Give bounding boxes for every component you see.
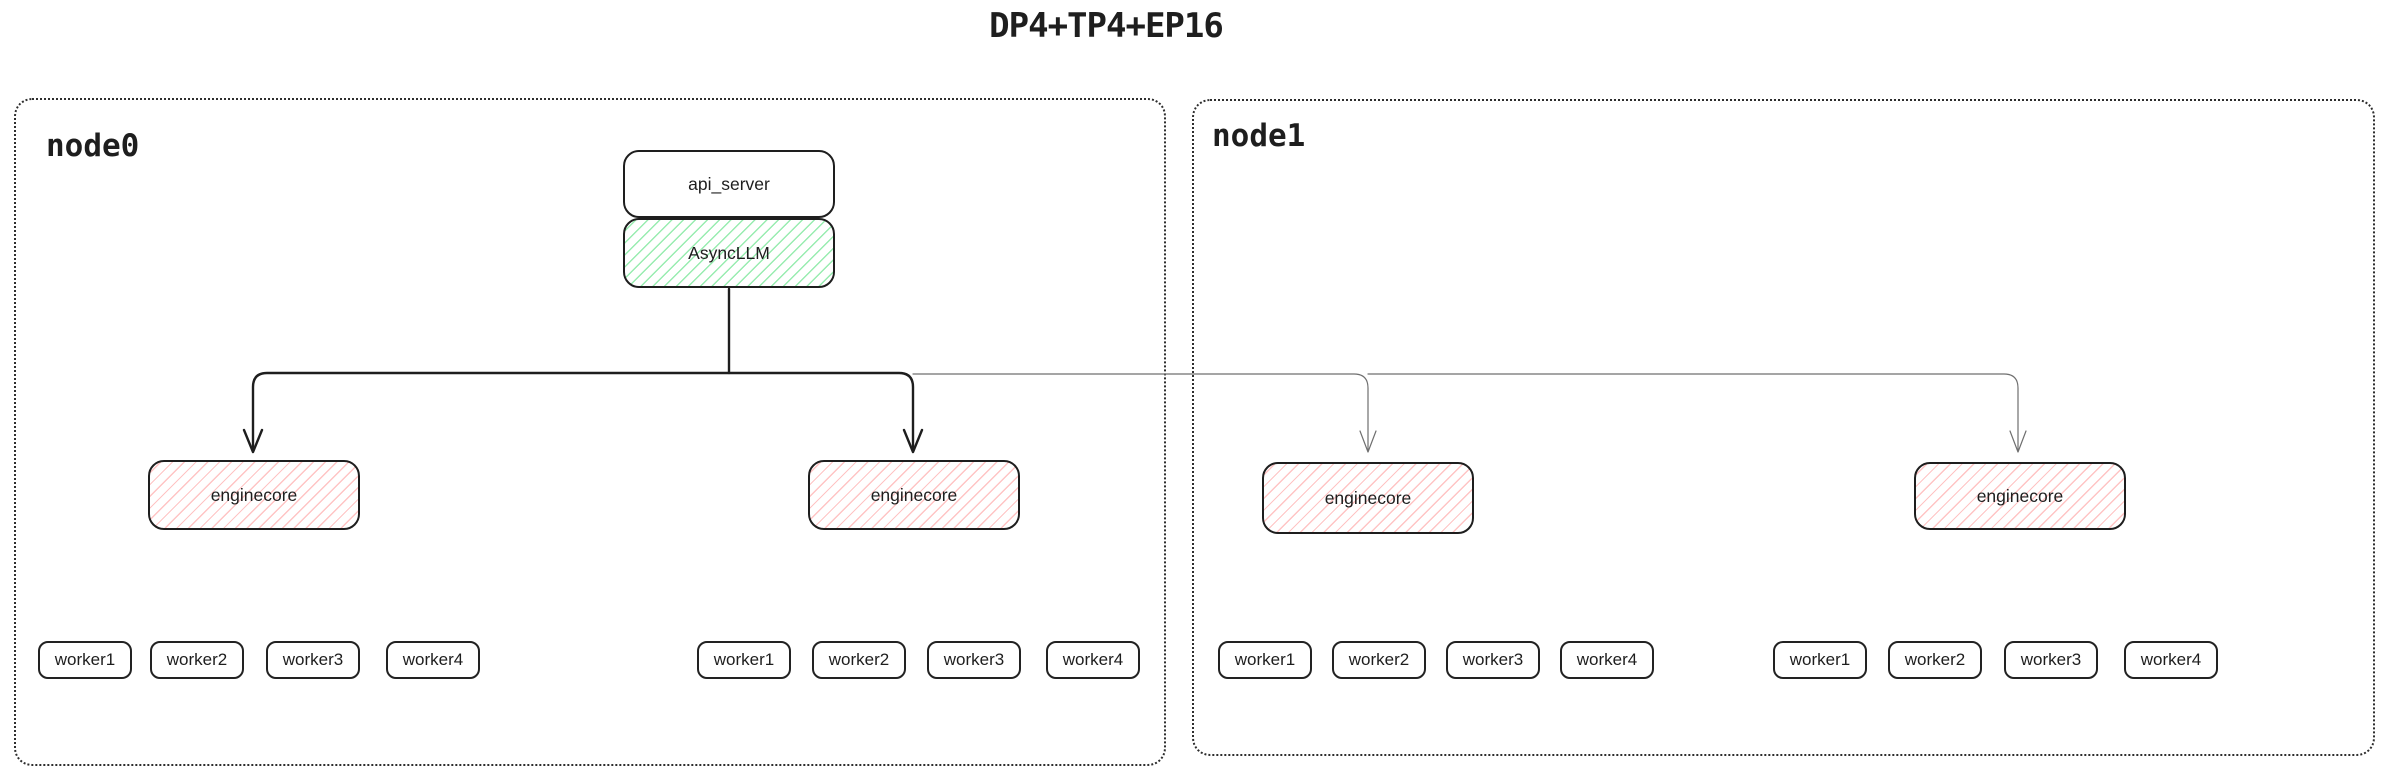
enginecore-box: enginecore bbox=[1914, 462, 2126, 530]
connector-node1-bus-a bbox=[912, 373, 1369, 451]
worker-box: worker1 bbox=[38, 641, 132, 679]
connector-node0-bus bbox=[251, 371, 915, 452]
enginecore-label: enginecore bbox=[210, 484, 298, 505]
api-server-box: api_server bbox=[623, 150, 835, 218]
enginecore-box: enginecore bbox=[1262, 462, 1474, 534]
enginecore-label: enginecore bbox=[1324, 487, 1412, 508]
worker-box: worker3 bbox=[927, 641, 1021, 679]
worker-label: worker4 bbox=[2140, 650, 2202, 669]
worker-label: worker3 bbox=[943, 650, 1005, 669]
worker-box: worker1 bbox=[1218, 641, 1312, 679]
worker-label: worker2 bbox=[1904, 650, 1966, 669]
worker-box: worker1 bbox=[697, 641, 791, 679]
enginecore-label: enginecore bbox=[870, 484, 958, 505]
arrowhead-enginecore3 bbox=[2009, 430, 2027, 453]
worker-label: worker3 bbox=[2020, 650, 2082, 669]
worker-box: worker4 bbox=[2124, 641, 2218, 679]
worker-box: worker2 bbox=[812, 641, 906, 679]
worker-label: worker1 bbox=[1789, 650, 1851, 669]
worker-box: worker2 bbox=[1888, 641, 1982, 679]
arrowhead-enginecore2 bbox=[1359, 430, 1377, 453]
worker-box: worker3 bbox=[1446, 641, 1540, 679]
enginecore-box: enginecore bbox=[148, 460, 360, 530]
worker-label: worker1 bbox=[1234, 650, 1296, 669]
node1-container bbox=[1192, 99, 2375, 756]
worker-label: worker1 bbox=[54, 650, 116, 669]
worker-label: worker4 bbox=[402, 650, 464, 669]
api-server-label: api_server bbox=[688, 173, 770, 194]
node0-label: node0 bbox=[46, 128, 140, 164]
worker-box: worker4 bbox=[1046, 641, 1140, 679]
worker-box: worker1 bbox=[1773, 641, 1867, 679]
worker-box: worker2 bbox=[150, 641, 244, 679]
worker-label: worker2 bbox=[1348, 650, 1410, 669]
arrowhead-enginecore1 bbox=[902, 428, 924, 454]
worker-label: worker4 bbox=[1062, 650, 1124, 669]
enginecore-box: enginecore bbox=[808, 460, 1020, 530]
node0-container bbox=[14, 98, 1166, 766]
asyncllm-label: AsyncLLM bbox=[688, 242, 770, 263]
worker-box: worker3 bbox=[2004, 641, 2098, 679]
enginecore-label: enginecore bbox=[1976, 485, 2064, 506]
worker-box: worker3 bbox=[266, 641, 360, 679]
diagram-title: DP4+TP4+EP16 bbox=[989, 6, 1224, 46]
arrowhead-enginecore0 bbox=[242, 428, 264, 454]
worker-label: worker2 bbox=[828, 650, 890, 669]
worker-label: worker3 bbox=[1462, 650, 1524, 669]
worker-label: worker2 bbox=[166, 650, 228, 669]
worker-label: worker4 bbox=[1576, 650, 1638, 669]
worker-box: worker2 bbox=[1332, 641, 1426, 679]
worker-label: worker1 bbox=[713, 650, 775, 669]
asyncllm-box: AsyncLLM bbox=[623, 218, 835, 288]
worker-box: worker4 bbox=[386, 641, 480, 679]
worker-label: worker3 bbox=[282, 650, 344, 669]
connector-node1-bus-b bbox=[1367, 373, 2019, 451]
worker-box: worker4 bbox=[1560, 641, 1654, 679]
node1-label: node1 bbox=[1212, 118, 1306, 154]
